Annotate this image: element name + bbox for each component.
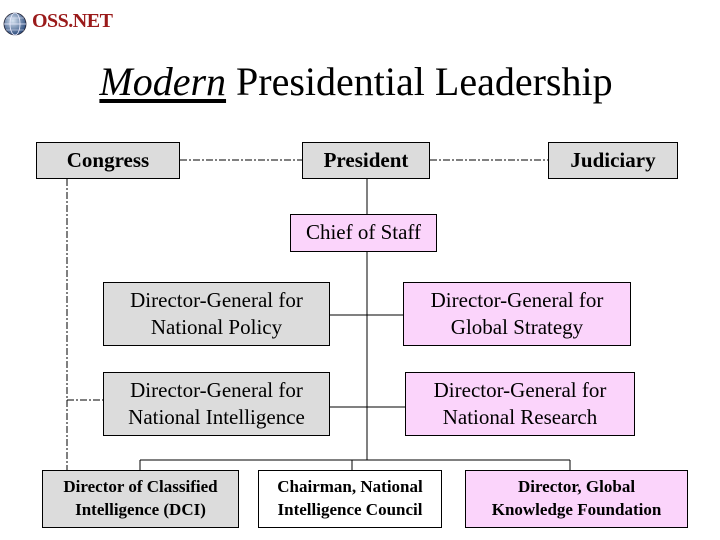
dg-national-intelligence-line1: Director-General for [130,377,303,402]
dg-national-intelligence-box: Director-General for National Intelligen… [103,372,330,436]
dci-line2: Intelligence (DCI) [75,500,206,519]
dg-national-policy-line1: Director-General for [130,287,303,312]
dg-national-research-line1: Director-General for [433,377,607,402]
dg-global-strategy-box: Director-General for Global Strategy [403,282,631,346]
title-rest: Presidential Leadership [226,59,613,104]
dg-national-intelligence-line2: National Intelligence [128,405,305,429]
chief-of-staff-box: Chief of Staff [290,214,437,252]
president-box: President [302,142,430,179]
dg-national-policy-box: Director-General for National Policy [103,282,330,346]
page-title: Modern Presidential Leadership [0,54,712,110]
dci-box: Director of Classified Intelligence (DCI… [42,470,239,528]
dg-national-policy-line2: National Policy [150,315,283,339]
title-emphasis: Modern [99,59,227,104]
dg-national-research-box: Director-General for National Research [405,372,635,436]
globe-icon [3,12,27,36]
nic-chairman-line1: Chairman, National [277,477,423,497]
judiciary-box: Judiciary [548,142,678,179]
congress-label: Congress [66,147,150,172]
gkf-director-line1: Director, Global [517,477,636,497]
nic-chairman-box: Chairman, National Intelligence Council [258,470,442,528]
dci-line1: Director of Classified [63,477,218,497]
oss-net-logo: OSS.NET [2,6,122,36]
congress-box: Congress [36,142,180,179]
dg-global-strategy-line2: Global Strategy [450,315,584,339]
dg-national-research-line2: National Research [442,405,598,429]
logo-text: OSS.NET [32,10,113,32]
gkf-director-line2: Knowledge Foundation [491,500,662,519]
gkf-director-box: Director, Global Knowledge Foundation [465,470,688,528]
nic-chairman-line2: Intelligence Council [277,500,423,519]
dg-global-strategy-line1: Director-General for [430,287,604,312]
chief-of-staff-label: Chief of Staff [305,220,422,245]
president-label: President [323,147,409,172]
judiciary-label: Judiciary [570,147,656,172]
